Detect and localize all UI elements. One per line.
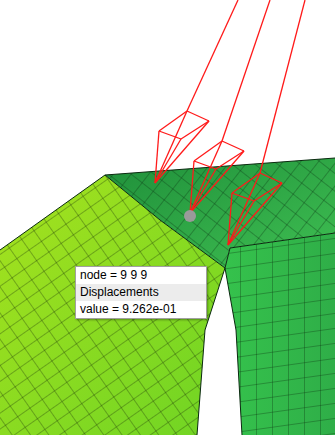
probe-line	[181, 121, 209, 139]
probe-line	[190, 141, 222, 213]
probe-line	[187, 0, 238, 111]
tooltip-row: node = 9 9 9	[76, 267, 206, 284]
probe-line	[190, 151, 244, 213]
tooltip-row: Displacements	[76, 284, 206, 301]
probe-line	[155, 111, 187, 183]
probe-line	[222, 0, 270, 141]
probe-line	[216, 151, 244, 169]
probe-glyphs	[155, 0, 305, 245]
probe-line	[159, 131, 181, 139]
probe-tooltip: node = 9 9 9Displacementsvalue = 9.262e-…	[75, 266, 207, 319]
probe-line	[232, 193, 254, 201]
probe-line	[260, 0, 305, 173]
tooltip-row: value = 9.262e-01	[76, 301, 206, 318]
probe-line	[222, 141, 244, 151]
probe-line	[254, 183, 282, 201]
probe-line	[155, 121, 209, 183]
probe-line	[190, 169, 216, 213]
mesh-solid	[0, 158, 335, 435]
probe-line	[228, 201, 254, 245]
probe-line	[228, 173, 260, 245]
probe-line	[260, 173, 282, 183]
probe-line	[228, 183, 282, 245]
probe-line	[155, 139, 181, 183]
probe-line	[187, 111, 209, 121]
probe-line	[194, 161, 216, 169]
picked-node	[184, 210, 196, 222]
